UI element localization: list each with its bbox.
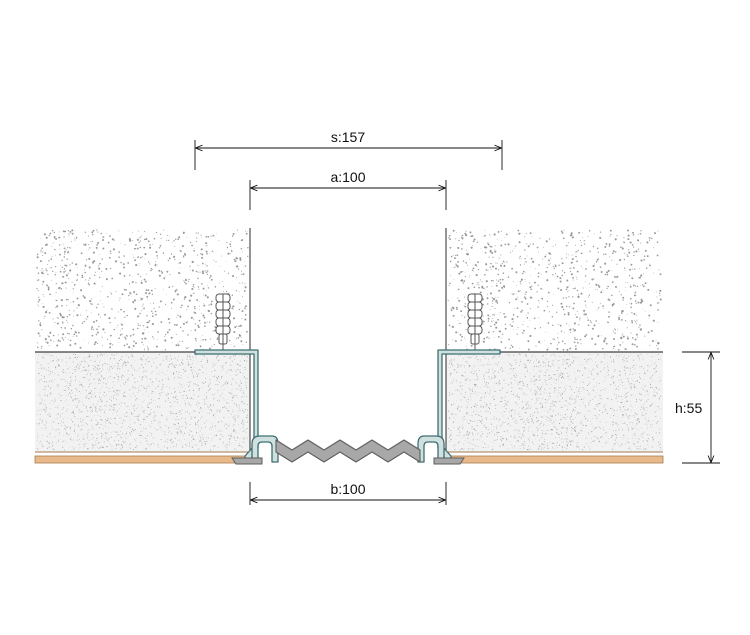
- concrete-aggregate-dots: [36, 229, 662, 351]
- dimension-h-label: h:55: [675, 400, 702, 416]
- right-screed-layer: [446, 352, 663, 452]
- right-insert-foot: [433, 457, 465, 465]
- left-insert-foot: [231, 457, 263, 465]
- dimension-s-label: s:157: [331, 129, 365, 145]
- dimension-h: [682, 351, 720, 464]
- left-screed-layer: [35, 352, 250, 452]
- right-anchor-dowel: [467, 293, 483, 352]
- left-base-layer: [34, 451, 251, 464]
- elastomer-insert: [275, 439, 421, 463]
- right-profile-grip: [417, 435, 445, 463]
- dimension-s: [194, 140, 503, 170]
- right-base-layer: [445, 451, 664, 464]
- left-anchor-dowel: [215, 293, 231, 352]
- dimension-b: [249, 482, 447, 505]
- dimension-a-label: a:100: [330, 169, 365, 185]
- left-profile-grip: [251, 435, 279, 463]
- dimension-b-label: b:100: [330, 481, 365, 497]
- screed-grain-dots: [36, 353, 662, 451]
- dimension-a: [249, 180, 447, 210]
